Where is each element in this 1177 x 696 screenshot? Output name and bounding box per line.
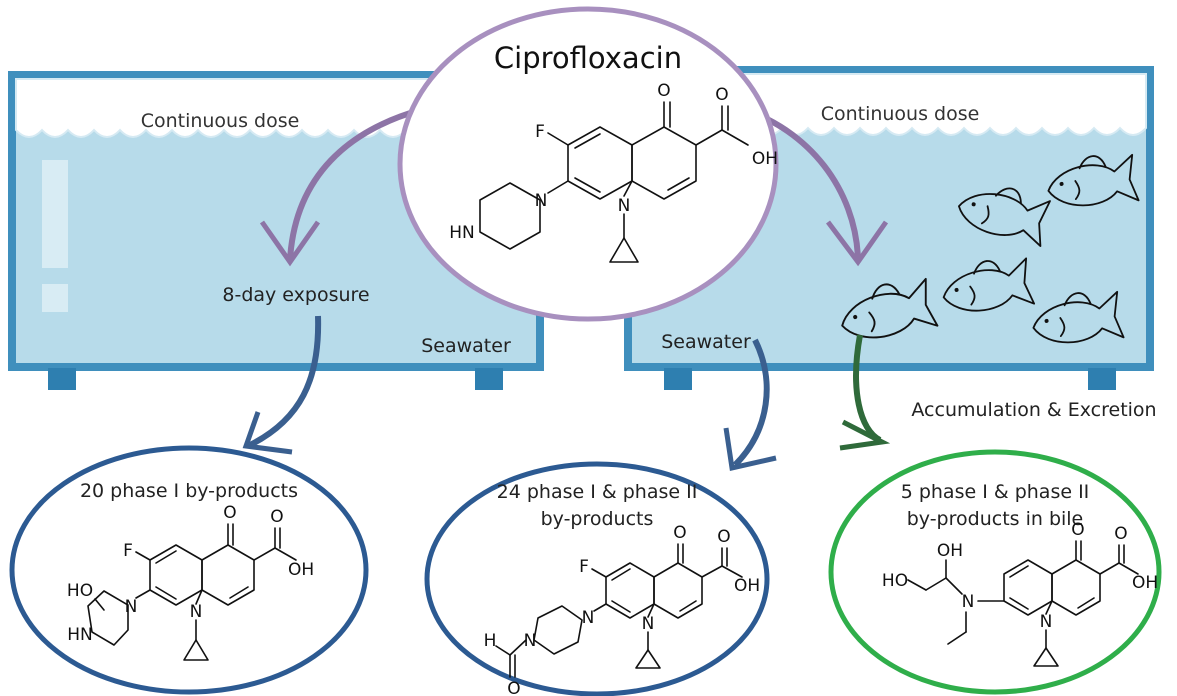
right-medium-label: Seawater bbox=[661, 331, 751, 353]
arrow-right-tank-to-product-2 bbox=[732, 338, 770, 468]
right-tank-foot-left bbox=[664, 368, 692, 390]
atom-h: H bbox=[484, 631, 497, 651]
glass-reflection-long bbox=[42, 160, 68, 268]
ciprofloxacin-structure bbox=[479, 101, 749, 263]
arrowhead-product-2 bbox=[723, 427, 777, 472]
atom-o: O bbox=[1071, 520, 1084, 540]
atom-oh: OH bbox=[734, 576, 760, 596]
fish-icon bbox=[958, 187, 1051, 247]
arrowhead-left-tank bbox=[259, 220, 321, 267]
atom-f: F bbox=[535, 122, 545, 142]
product-2-structure bbox=[495, 543, 743, 678]
atom-hn: HN bbox=[449, 223, 475, 243]
fish-icon bbox=[942, 257, 1036, 312]
glass-reflection-short bbox=[42, 284, 68, 312]
center-title: Ciprofloxacin bbox=[494, 41, 682, 75]
product-circle-3 bbox=[828, 449, 1162, 695]
arrow-left-tank-to-product-1 bbox=[248, 315, 322, 448]
center-circle bbox=[397, 6, 779, 322]
atom-oh: OH bbox=[1132, 573, 1158, 593]
atom-o: O bbox=[1114, 524, 1127, 544]
atom-o: O bbox=[223, 503, 236, 523]
fish-school bbox=[841, 153, 1140, 344]
atom-f: F bbox=[123, 541, 133, 561]
product-circle-1 bbox=[9, 445, 369, 695]
atom-hn: HN bbox=[67, 625, 93, 645]
atom-n: N bbox=[642, 614, 655, 634]
atom-oh: OH bbox=[937, 541, 963, 561]
atom-o: O bbox=[270, 507, 283, 527]
atom-o: O bbox=[507, 679, 520, 696]
atom-n: N bbox=[962, 592, 975, 612]
product-panel-1: 20 phase I by-products O O OH F N N bbox=[9, 445, 369, 695]
arrow-center-to-left-tank bbox=[287, 107, 421, 261]
arrowhead-product-3 bbox=[839, 419, 891, 451]
atom-n: N bbox=[524, 631, 537, 651]
atom-o: O bbox=[715, 85, 728, 105]
product-1-structure bbox=[87, 523, 297, 661]
right-dose-label: Continuous dose bbox=[821, 103, 980, 125]
accumulation-label: Accumulation & Excretion bbox=[911, 399, 1156, 421]
atom-ho: HO bbox=[882, 571, 908, 591]
product-2-label-line2: by-products bbox=[541, 508, 654, 530]
product-3-structure bbox=[907, 540, 1139, 667]
left-tank-foot-left bbox=[48, 368, 76, 390]
atom-o: O bbox=[673, 523, 686, 543]
product-panel-2: 24 phase I & phase II by-products O bbox=[424, 461, 770, 696]
fish-icon bbox=[1047, 153, 1140, 207]
atom-ho: HO bbox=[67, 581, 93, 601]
fish-icon bbox=[1032, 290, 1125, 344]
product-2-label-line1: 24 phase I & phase II bbox=[497, 481, 698, 503]
arrowhead-right-tank bbox=[826, 220, 889, 267]
product-panel-3: 5 phase I & phase II by-products in bile bbox=[828, 449, 1162, 695]
atom-n: N bbox=[618, 196, 631, 216]
exposure-label: 8-day exposure bbox=[222, 284, 369, 306]
atom-o: O bbox=[657, 81, 670, 101]
atom-oh: OH bbox=[288, 560, 314, 580]
arrowhead-product-1 bbox=[242, 411, 293, 455]
atom-n: N bbox=[125, 597, 138, 617]
left-medium-label: Seawater bbox=[421, 335, 511, 357]
left-tank-foot-right bbox=[475, 368, 503, 390]
left-dose-label: Continuous dose bbox=[141, 110, 300, 132]
atom-n: N bbox=[1040, 612, 1053, 632]
atom-n: N bbox=[535, 191, 548, 211]
product-3-label-line2: by-products in bile bbox=[907, 508, 1084, 530]
product-1-label: 20 phase I by-products bbox=[80, 480, 298, 502]
product-circle-2 bbox=[424, 461, 770, 696]
right-tank-foot-right bbox=[1088, 368, 1116, 390]
atom-oh: OH bbox=[752, 149, 778, 169]
atom-n: N bbox=[190, 602, 203, 622]
atom-n: N bbox=[582, 608, 595, 628]
center-molecule-panel: Ciprofloxacin O O OH F N N HN bbox=[397, 6, 779, 322]
atom-f: F bbox=[579, 557, 589, 577]
fish-icon bbox=[841, 277, 939, 339]
product-3-label-line1: 5 phase I & phase II bbox=[901, 481, 1090, 503]
atom-o: O bbox=[717, 527, 730, 547]
